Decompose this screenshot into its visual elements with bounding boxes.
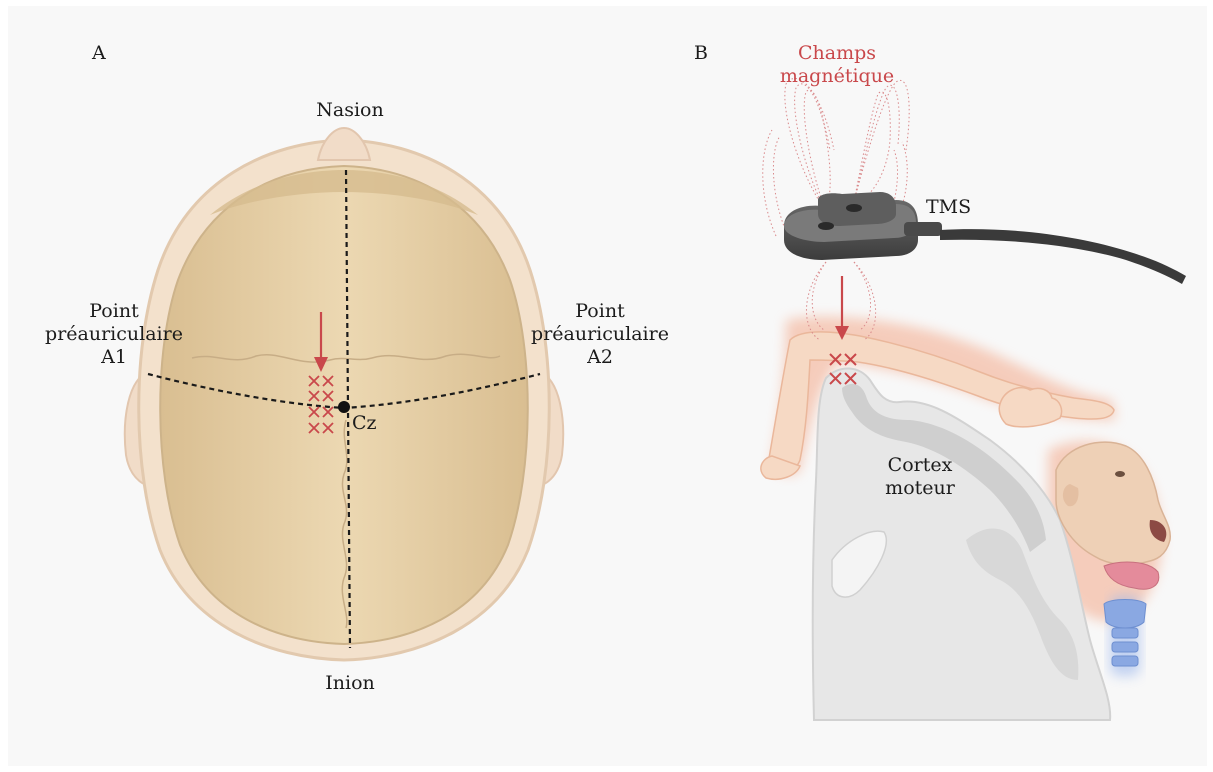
- a1-line2: préauriculaire: [44, 323, 184, 346]
- cortex-line1: Cortex: [870, 454, 970, 477]
- cz-label: Cz: [352, 412, 377, 435]
- a2-line2: préauriculaire: [530, 323, 670, 346]
- a2-label: Point préauriculaire A2: [530, 300, 670, 369]
- cortex-label: Cortex moteur: [870, 454, 970, 500]
- a1-line3: A1: [44, 346, 184, 369]
- a2-line1: Point: [530, 300, 670, 323]
- field-line1: Champs: [772, 42, 902, 65]
- tms-label: TMS: [926, 196, 971, 219]
- nasion-label: Nasion: [300, 99, 400, 122]
- a2-line3: A2: [530, 346, 670, 369]
- field-label: Champs magnétique: [772, 42, 902, 88]
- a1-line1: Point: [44, 300, 184, 323]
- inion-label: Inion: [300, 672, 400, 695]
- panel-b-letter: B: [694, 42, 708, 65]
- cz-point: [338, 401, 350, 413]
- panel-a-letter: A: [92, 42, 106, 65]
- larynx: [1104, 596, 1146, 676]
- homunculus-eye: [1115, 471, 1125, 477]
- a1-label: Point préauriculaire A1: [44, 300, 184, 369]
- cortex-line2: moteur: [870, 477, 970, 500]
- field-line2: magnétique: [772, 65, 902, 88]
- skull-diagram: [125, 128, 563, 660]
- nose-tip: [318, 128, 370, 160]
- tms-coil: [784, 192, 1186, 284]
- tms-diagram: [761, 78, 1186, 720]
